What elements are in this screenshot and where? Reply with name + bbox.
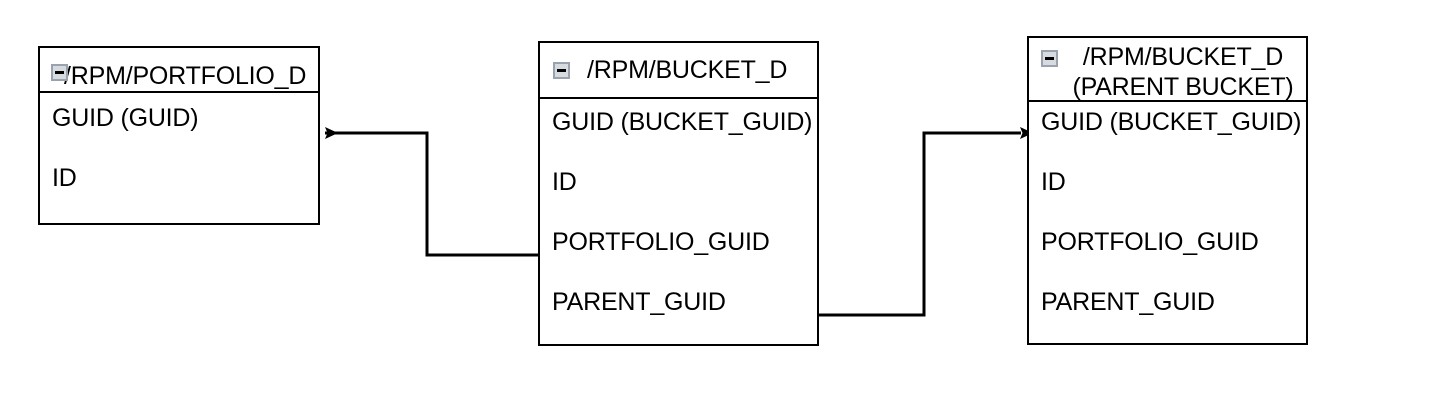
entity-title-bucket: /RPM/BUCKET_D (587, 56, 788, 84)
attribute-row[interactable]: PORTFOLIO_GUID (552, 228, 770, 256)
entity-box-portfolio[interactable]: /RPM/PORTFOLIO_D GUID (GUID) ID (38, 46, 320, 225)
attribute-row[interactable]: PARENT_GUID (552, 288, 726, 316)
attribute-row[interactable]: GUID (BUCKET_GUID) (1041, 108, 1302, 136)
attribute-row[interactable]: ID (552, 168, 577, 196)
attribute-row[interactable]: PORTFOLIO_GUID (1041, 228, 1259, 256)
attribute-row[interactable]: ID (1041, 168, 1066, 196)
attribute-row[interactable]: GUID (BUCKET_GUID) (552, 108, 813, 136)
entity-title-portfolio: /RPM/PORTFOLIO_D (64, 62, 307, 90)
entity-header-bucket: /RPM/BUCKET_D (540, 43, 817, 99)
minus-square-icon[interactable] (51, 64, 68, 81)
attribute-list-portfolio: GUID (GUID) ID (40, 93, 318, 223)
entity-header-parent-bucket: /RPM/BUCKET_D (PARENT BUCKET) (1029, 38, 1306, 102)
minus-square-icon[interactable] (1041, 50, 1059, 67)
entity-box-parent-bucket[interactable]: /RPM/BUCKET_D (PARENT BUCKET) GUID (BUCK… (1027, 36, 1308, 345)
relationship-line-bucket-to-portfolio (325, 127, 538, 257)
entity-box-bucket[interactable]: /RPM/BUCKET_D GUID (BUCKET_GUID) ID PORT… (538, 41, 819, 346)
attribute-row[interactable]: GUID (GUID) (52, 104, 199, 132)
entity-header-portfolio: /RPM/PORTFOLIO_D (40, 48, 318, 93)
attribute-list-bucket: GUID (BUCKET_GUID) ID PORTFOLIO_GUID PAR… (540, 99, 817, 344)
attribute-list-parent-bucket: GUID (BUCKET_GUID) ID PORTFOLIO_GUID PAR… (1029, 102, 1306, 343)
minus-square-icon[interactable] (553, 61, 570, 79)
entity-title-parent-bucket: /RPM/BUCKET_D (PARENT BUCKET) (1072, 43, 1294, 101)
attribute-row[interactable]: PARENT_GUID (1041, 288, 1215, 316)
attribute-row[interactable]: ID (52, 164, 77, 192)
relationship-line-bucket-to-parent-bucket (819, 127, 1033, 317)
